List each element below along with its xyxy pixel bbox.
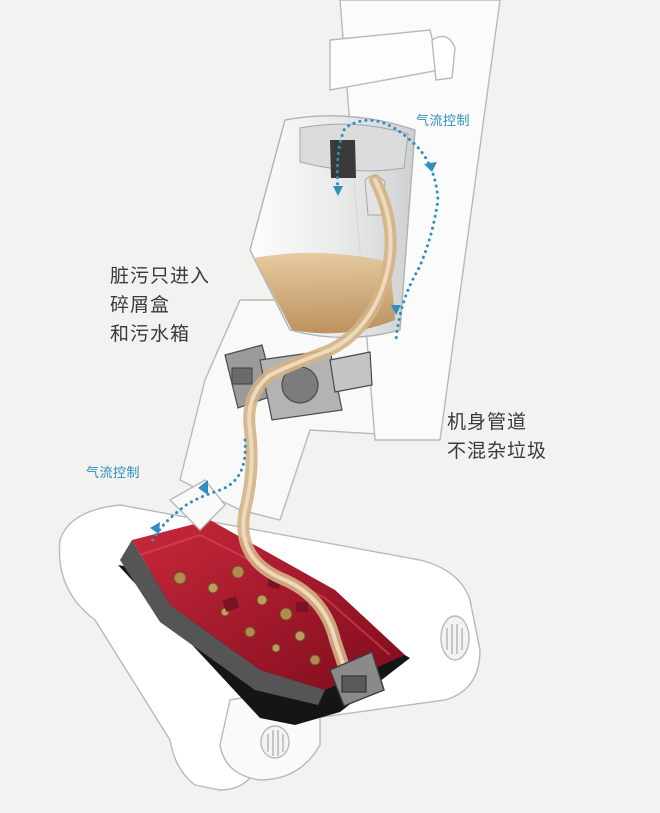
floor-head-vents	[267, 624, 463, 756]
caption-line: 脏污只进入	[110, 265, 211, 287]
dirty-water-tank	[249, 115, 416, 339]
dirt-path-caption: 脏污只进入 碎屑盒 和污水箱	[110, 262, 210, 349]
airflow-control-label-bottom: 气流控制	[86, 466, 141, 481]
caption-line: 和污水箱	[110, 323, 191, 345]
caption-line: 碎屑盒	[110, 294, 171, 316]
body-pipe-caption: 机身管道 不混杂垃圾	[447, 408, 547, 466]
caption-line: 机身管道	[447, 411, 528, 433]
airflow-arrows	[150, 162, 437, 534]
debris-particles	[173, 565, 321, 666]
pipe-connector	[329, 651, 385, 707]
airflow-path-bottom	[148, 438, 247, 547]
airflow-control-label-top: 气流控制	[416, 114, 471, 129]
caption-line: 不混杂垃圾	[447, 440, 548, 462]
